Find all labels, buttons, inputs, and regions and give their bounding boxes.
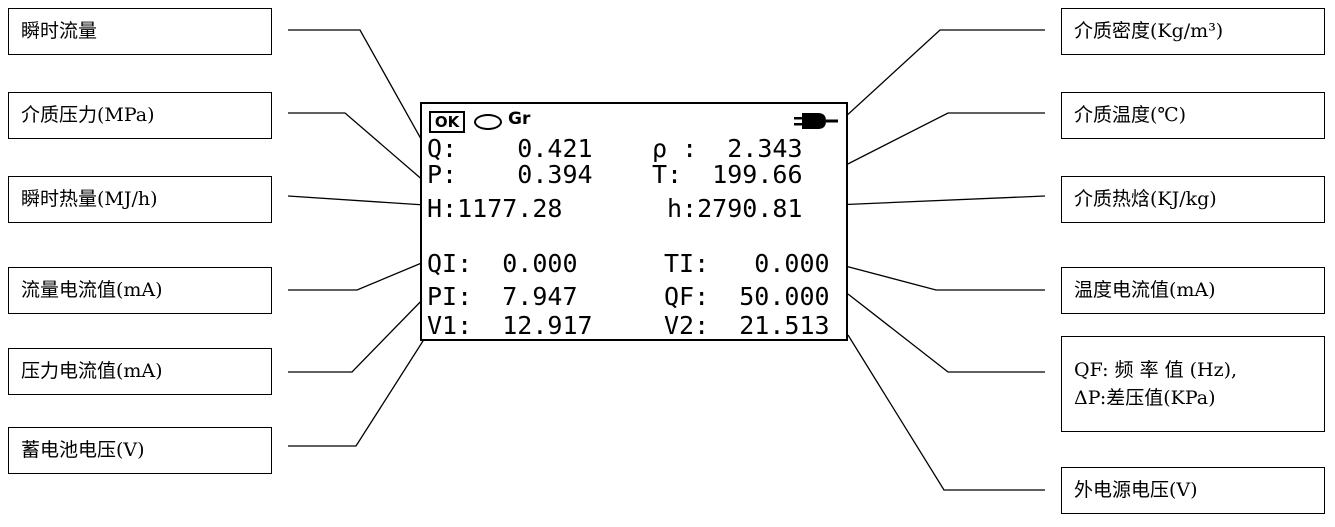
leader-instant-flow [288,29,431,156]
ok-indicator: OK [429,111,465,133]
reading-v2: V2: 21.513 [664,311,830,340]
leader-qf [847,293,1045,373]
reading-v1: V1: 12.917 [427,311,593,340]
reading-h-enthalpy: h:2790.81 [667,194,803,223]
leader-flow-current [288,261,425,291]
leader-enthalpy [833,195,1046,206]
label-frequency-dp: QF: 频 率 值 (Hz), ΔP:差压值(KPa) [1061,336,1325,432]
leader-pressure-current [288,293,429,373]
label-temperature-current: 温度电流值(mA) [1061,267,1325,314]
reading-q: Q: 0.421 [427,134,593,163]
leader-temp-current [829,261,1045,291]
label-differential-pressure: ΔP:差压值(KPa) [1074,387,1216,409]
leader-temperature [835,112,1045,171]
label-instant-heat: 瞬时热量(MJ/h) [8,176,272,223]
leader-heat [287,195,426,206]
label-pressure-current: 压力电流值(mA) [8,348,272,395]
reading-p: P: 0.394 [427,160,593,189]
leader-density [819,29,1045,141]
mode-indicator: Gr [508,109,531,129]
leader-battery-voltage [288,329,431,447]
leader-ext-voltage [847,334,1045,491]
reading-h: H:1177.28 [427,194,563,223]
label-medium-enthalpy: 介质热焓(KJ/kg) [1061,176,1325,223]
label-external-voltage: 外电源电压(V) [1061,467,1325,514]
label-medium-density: 介质密度(Kg/m³) [1061,8,1325,55]
label-flow-current: 流量电流值(mA) [8,267,272,314]
label-frequency: QF: 频 率 值 (Hz), [1074,358,1238,381]
reading-pi: PI: 7.947 [427,282,578,311]
label-medium-pressure: 介质压力(MPa) [8,92,272,139]
power-plug-icon [794,113,838,129]
reading-rho: ρ : 2.343 [652,134,803,163]
label-battery-voltage: 蓄电池电压(V) [8,427,272,474]
lcd-display: OK Gr Q: 0.421 ρ : 2.343 P: 0.394 T: 199… [420,102,848,341]
reading-qf: QF: 50.000 [664,282,830,311]
label-instant-flow: 瞬时流量 [8,8,272,55]
reading-qi: QI: 0.000 [427,249,578,278]
leader-pressure [288,112,426,183]
reading-t: T: 199.66 [652,160,803,189]
status-oval-icon [474,114,502,130]
label-medium-temperature: 介质温度(℃) [1061,92,1325,139]
reading-ti: TI: 0.000 [664,249,830,278]
